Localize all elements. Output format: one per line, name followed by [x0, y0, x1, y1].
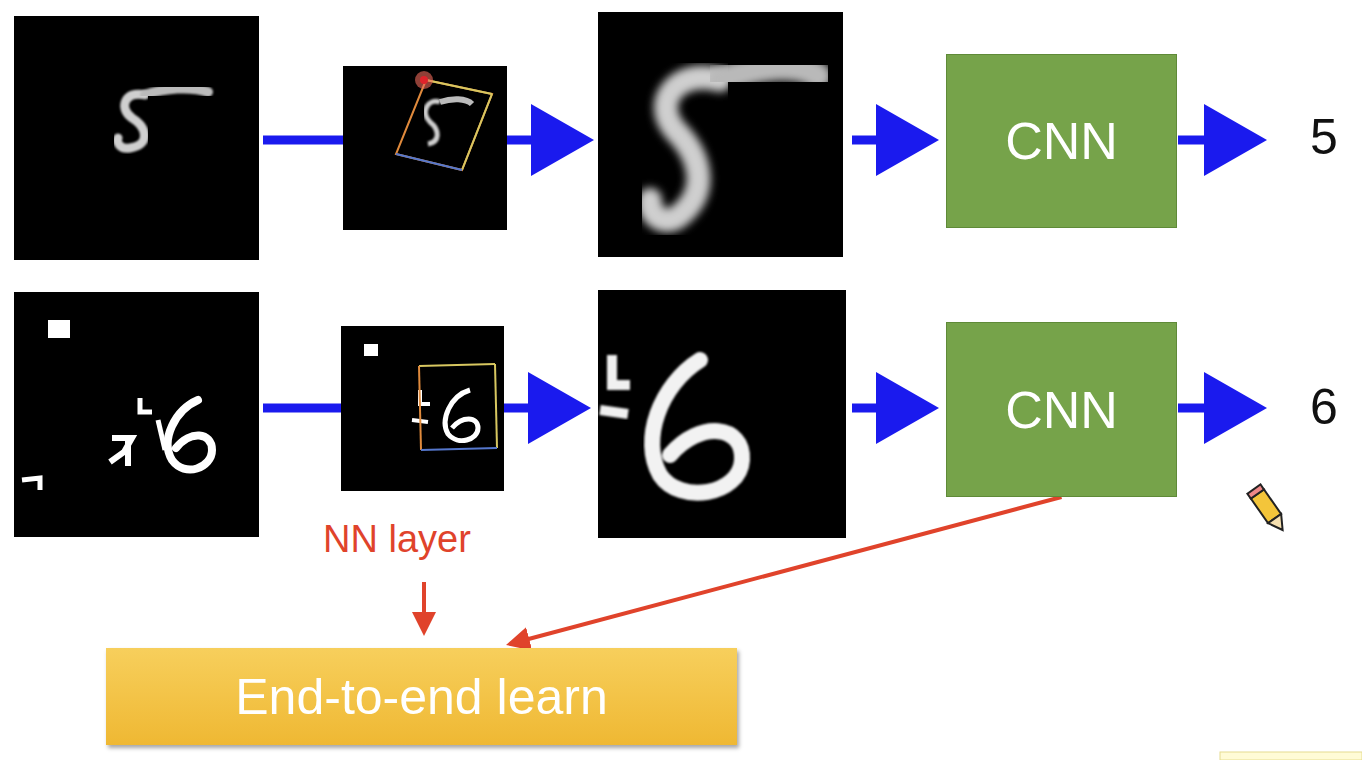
flow-arrow [507, 136, 585, 145]
result-box: End-to-end learn [106, 648, 737, 745]
input-image [14, 292, 259, 537]
corner-note [1220, 752, 1362, 760]
flow-line [263, 136, 343, 145]
cropped-image [598, 12, 843, 257]
output-digit: 6 [1310, 378, 1338, 436]
flow-arrow [1178, 136, 1258, 145]
flow-arrow [852, 136, 930, 145]
input-image [14, 16, 259, 260]
box-text: CNN [1005, 380, 1118, 440]
process-box: CNN [946, 322, 1177, 497]
flow-arrow [1178, 404, 1258, 413]
flow-arrow [852, 404, 930, 413]
box-text: End-to-end learn [235, 668, 607, 726]
transform-image [341, 326, 504, 491]
cropped-image [598, 290, 846, 538]
output-digit: 5 [1310, 108, 1338, 166]
transform-image [343, 66, 507, 230]
connector-arrow [510, 497, 1062, 644]
leader-arrow [422, 582, 426, 632]
pencil-cursor [1247, 484, 1289, 534]
flow-arrow [504, 404, 582, 413]
annotation-label: NN layer [323, 518, 471, 561]
box-text: CNN [1005, 111, 1118, 171]
flow-line [263, 404, 341, 413]
process-box: CNN [946, 54, 1177, 228]
